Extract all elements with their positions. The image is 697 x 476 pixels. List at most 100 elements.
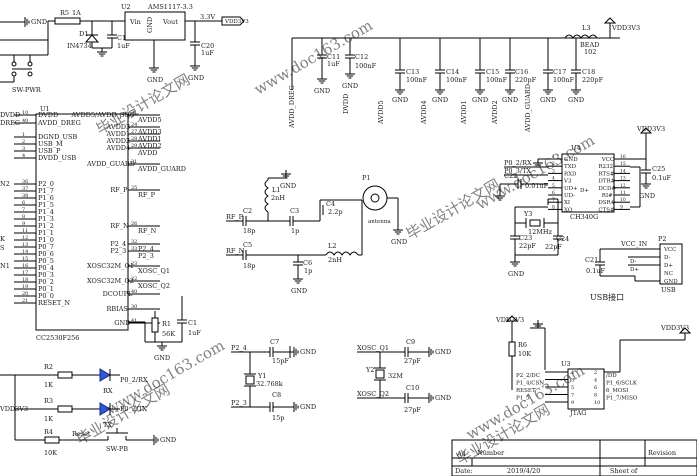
left-stub-label: N2: [0, 180, 10, 188]
y1-crystal: [245, 375, 255, 385]
gnd-label: GND: [314, 87, 330, 95]
vdd-port-label: VDD3V3: [224, 19, 249, 25]
u4-pin-name: TXD: [564, 164, 577, 170]
u1-pin-name: P2_0: [38, 180, 54, 188]
u1-pin-name: RBIAS: [107, 305, 128, 313]
jtag-pin-number: 4: [594, 378, 597, 384]
c22-ref: C22: [504, 172, 517, 180]
net-avdd4: AVDD4: [420, 100, 428, 125]
c1-value: 1uF: [188, 329, 201, 337]
l3-ref: L3: [582, 24, 590, 32]
u1-pin-name: P0_7: [38, 243, 54, 251]
jtag-pin-number: 2: [594, 370, 597, 376]
title-block-revision: Revision: [648, 449, 676, 457]
u1-pin-name: P1_4: [38, 208, 54, 216]
u1-pin-number: 22: [131, 276, 137, 282]
u4-pin-name: VCC: [601, 157, 614, 163]
gnd-symbol: [20, 16, 30, 28]
l2-ref: L2: [328, 242, 336, 250]
u1-pin-number: 6: [22, 200, 25, 206]
sw-pwr-contact: [27, 61, 33, 67]
u4-pin-number: 13: [620, 176, 626, 182]
gnd-label: GND: [300, 348, 316, 356]
led-tx: [99, 402, 111, 416]
usb-caption: USB接口: [590, 292, 624, 302]
r1-resistor: [151, 317, 159, 333]
gnd-label: GND: [508, 270, 524, 278]
c15-value: 100nF: [486, 76, 508, 84]
u1-part: CC2530F256: [36, 334, 79, 342]
u1-pin-name: AVDD1: [106, 130, 131, 138]
gnd-symbol: [474, 85, 486, 95]
l3-value2: 102: [584, 48, 596, 56]
c13-value: 100nF: [406, 76, 428, 84]
u1-pin-number: 17: [22, 270, 28, 276]
c17-cap: [542, 69, 554, 74]
r4-ref: R4: [44, 428, 53, 436]
u1-pin-number: 1: [22, 132, 25, 138]
u4-pin-name: RI#: [602, 193, 613, 199]
u1-pin-name: DGND_USB: [38, 133, 77, 141]
vdd-port: [221, 16, 245, 26]
gnd-symbol: [149, 434, 159, 446]
u1-net-label: RF_N: [138, 227, 157, 235]
title-block-date: 2019/4/20: [507, 467, 540, 475]
jtag-net-left: P1_4/CSN: [516, 381, 544, 387]
u1-pin-number: 36: [22, 179, 28, 185]
crystal-32m-section: XOSC_Q1 C9 27pF GND Y2 32M XOSC_Q2 C10 2…: [357, 338, 451, 414]
c7-ref: C7: [270, 338, 279, 346]
mcu-section: U1 CC2530F256 DVDD10AVDD_DREG40DGND_USB1…: [0, 105, 201, 362]
u1-net-label: XOSC_Q2: [138, 282, 170, 290]
u1-pin-name: P2_3: [110, 247, 126, 255]
u4-chip: [561, 153, 615, 213]
c9-ref: C9: [406, 338, 415, 346]
u1-pin-name: USB_P: [38, 147, 61, 155]
usb-dplus: D+: [630, 267, 639, 273]
c18-value: 220pF: [582, 76, 604, 84]
u1-pin-number: 33: [131, 246, 137, 252]
r3-value: 1K: [44, 415, 53, 423]
led-rx-label: RX: [103, 387, 113, 395]
r3-ref: R3: [44, 397, 53, 405]
gnd-label: GND: [160, 436, 176, 444]
c12-cap: [344, 54, 356, 59]
u4-pin-number: 6: [552, 190, 555, 196]
u1-pin-number: 9: [22, 221, 25, 227]
gnd-label: GND: [432, 96, 448, 104]
left-stub-label: DREG: [0, 119, 20, 127]
u1-pin-name: AVDD_GUARD: [86, 160, 135, 168]
gnd-symbol: [424, 392, 434, 404]
title-block-date-label: Date:: [455, 467, 473, 475]
crystal-32k-section: P2_4 C7 15pF GND Y1 32.768k P2_3 C8 15p …: [231, 338, 316, 422]
u1-pin-number: 27: [131, 129, 137, 135]
c14-value: 100nF: [446, 76, 468, 84]
u1-net-label: AVDD2: [137, 142, 162, 150]
jtag-net-left: P2_2/DC: [516, 373, 540, 379]
u4-pin-name: DTR#: [598, 179, 615, 185]
net-tx: P0_3/TX: [504, 167, 531, 175]
u1-pin-number: 23: [131, 261, 137, 267]
u1-pin-number: 4: [22, 153, 25, 159]
c15-ref: C15: [486, 68, 499, 76]
u4-pin-name: GND: [564, 157, 578, 163]
c3-ref: C3: [290, 207, 299, 215]
u1-net-label: AVDD_GUARD: [137, 165, 186, 173]
jtag-pin-number: 10: [594, 400, 600, 406]
u1-pin-number: 3: [22, 146, 25, 152]
sw-pwr-contact: [11, 61, 17, 67]
left-stub-label: N1: [0, 262, 10, 270]
u1-pin-name: XOSC32M_Q2: [87, 277, 134, 285]
jtag-net-left: RESET: [516, 388, 536, 394]
r6-value: 10K: [518, 350, 531, 358]
c2-value: 18p: [243, 227, 255, 235]
usb-chip-section: U4 CH340G GND1TXD2RXD3V34UD+5UD-6XI7XO8 …: [494, 125, 672, 278]
u1-pin-name: DVDD: [38, 111, 58, 119]
gnd-symbol: [542, 85, 554, 95]
u1-pin-name: P1_6: [38, 194, 54, 202]
u1-pin-name: P0_3: [38, 271, 54, 279]
gnd-symbol: [434, 85, 446, 95]
gnd-symbol: [96, 47, 108, 57]
led-rx-net: P0_2/RX: [120, 376, 148, 384]
